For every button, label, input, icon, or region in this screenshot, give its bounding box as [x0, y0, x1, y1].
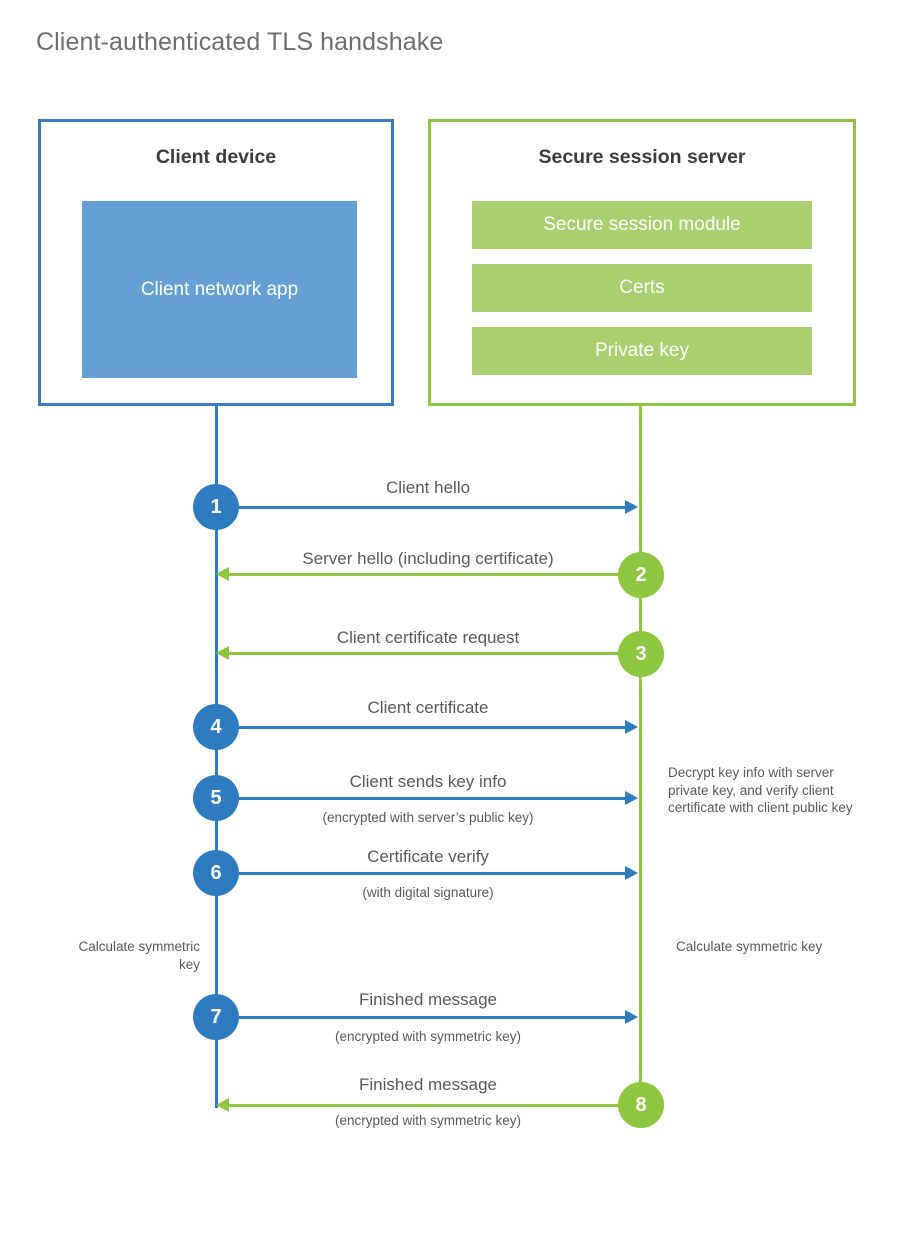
server-calculate-symmetric-key-note: Calculate symmetric key — [676, 939, 823, 954]
client-calculate-symmetric-key-note: Calculate symmetric key — [78, 939, 200, 972]
step-8-sublabel: (encrypted with symmetric key) — [334, 1113, 522, 1128]
step-7-arrow-line — [217, 1016, 625, 1019]
server-block-certs: Certs — [472, 264, 812, 312]
client-device-title: Client device — [155, 146, 277, 168]
secure-session-server-box: Secure session server Secure session mod… — [428, 119, 856, 406]
client-network-app-block: Client network app — [82, 201, 357, 378]
server-lifeline — [639, 403, 642, 1106]
step-2-arrow-line — [229, 573, 639, 576]
step-5-label: Client sends key info — [349, 772, 507, 791]
step-3-arrow-head — [216, 646, 229, 660]
step-3-circle[interactable]: 3 — [618, 631, 664, 677]
step-8-arrow-line — [229, 1104, 639, 1107]
step-1-label: Client hello — [385, 478, 471, 497]
step-8-label: Finished message — [359, 1075, 497, 1094]
step-6-arrow-head — [625, 866, 638, 880]
page-title: Client-authenticated TLS handshake — [36, 28, 444, 56]
client-device-box: Client device Client network app — [38, 119, 394, 406]
step-7-circle[interactable]: 7 — [193, 994, 239, 1040]
step-6-arrow-line — [217, 872, 625, 875]
step-1-arrow-head — [625, 500, 638, 514]
step-6-sublabel: (with digital signature) — [362, 885, 494, 900]
step-5-arrow-line — [217, 797, 625, 800]
step-7-label: Finished message — [359, 990, 497, 1009]
step-6-label: Certificate verify — [367, 847, 489, 866]
step-5-circle[interactable]: 5 — [193, 775, 239, 821]
step-8-arrow-head — [216, 1098, 229, 1112]
step-4-label: Client certificate — [367, 698, 489, 717]
client-lifeline — [215, 403, 218, 1108]
step-6-circle[interactable]: 6 — [193, 850, 239, 896]
step-5-sublabel: (encrypted with server’s public key) — [322, 810, 534, 825]
step-2-label: Server hello (including certificate) — [302, 549, 554, 568]
step-4-arrow-line — [217, 726, 625, 729]
step-2-circle[interactable]: 2 — [618, 552, 664, 598]
server-block-private-key: Private key — [472, 327, 812, 375]
server-decrypt-note: Decrypt key info with server private key… — [668, 765, 853, 815]
step-3-label: Client certificate request — [336, 628, 520, 647]
step-8-circle[interactable]: 8 — [618, 1082, 664, 1128]
step-7-sublabel: (encrypted with symmetric key) — [334, 1029, 522, 1044]
secure-session-server-title: Secure session server — [538, 146, 746, 168]
step-1-circle[interactable]: 1 — [193, 484, 239, 530]
step-7-arrow-head — [625, 1010, 638, 1024]
step-3-arrow-line — [229, 652, 639, 655]
step-1-arrow-line — [217, 506, 625, 509]
server-block-secure-session-module: Secure session module — [472, 201, 812, 249]
step-2-arrow-head — [216, 567, 229, 581]
step-4-circle[interactable]: 4 — [193, 704, 239, 750]
step-4-arrow-head — [625, 720, 638, 734]
step-5-arrow-head — [625, 791, 638, 805]
